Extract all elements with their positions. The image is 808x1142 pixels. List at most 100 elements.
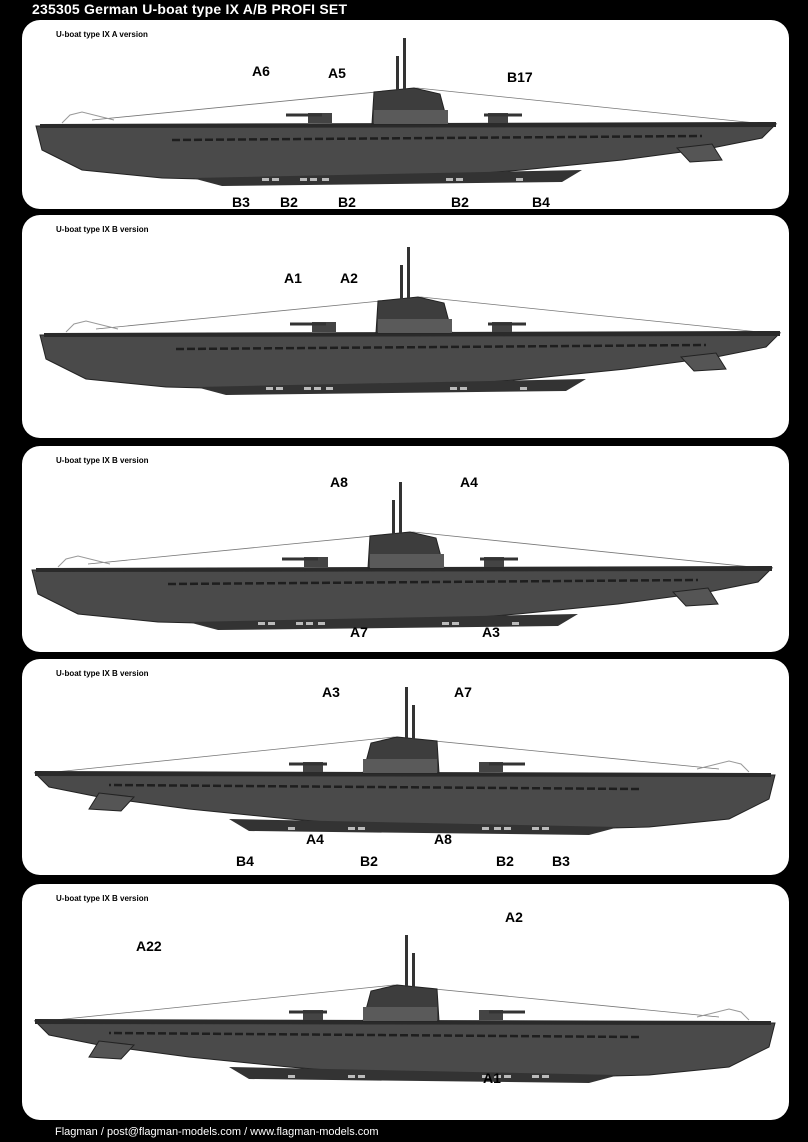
callout-label: B2 (360, 853, 378, 869)
periscope (399, 482, 402, 534)
deck-gun-mount (479, 1010, 503, 1020)
callout-label: A8 (434, 831, 452, 847)
uboat-profile-drawing (33, 687, 776, 835)
bilge-mark (520, 387, 527, 390)
periscope (392, 500, 395, 534)
bilge-mark (266, 387, 273, 390)
callout-label: A5 (328, 65, 346, 81)
periscope (396, 56, 399, 90)
footer-contact: Flagman / post@flagman-models.com / www.… (55, 1126, 379, 1138)
limber-holes (167, 578, 699, 586)
callout-label: B3 (232, 194, 250, 209)
callout-label: A7 (350, 624, 368, 640)
deck (40, 122, 776, 128)
bilge-mark (314, 387, 321, 390)
deck-gun-mount (479, 762, 503, 772)
callout-label: B4 (236, 853, 254, 869)
tower-platform (370, 554, 444, 568)
periscope (400, 265, 403, 299)
bilge-mark (310, 178, 317, 181)
tower-platform (374, 110, 448, 124)
aft-gun-mount (488, 113, 508, 123)
bilge-mark (348, 1075, 355, 1078)
hull (31, 567, 774, 627)
jumper-wire (91, 87, 776, 126)
keel (196, 379, 586, 395)
periscope (412, 953, 415, 987)
callout-label: B4 (532, 194, 550, 209)
limber-holes (175, 343, 707, 351)
profile-panel-2: U-boat type IX B version A1 A2 (22, 215, 789, 438)
tower-platform (363, 1007, 437, 1021)
bilge-mark (326, 387, 333, 390)
bilge-mark (460, 387, 467, 390)
rudder (671, 587, 719, 607)
stern-railing (65, 320, 119, 333)
bilge-mark (358, 1075, 365, 1078)
callout-label: A6 (252, 63, 270, 79)
deck-gun-mount (308, 113, 332, 123)
uboat-silhouette (33, 687, 776, 835)
hull (33, 772, 776, 832)
callout-label: A3 (322, 684, 340, 700)
callout-label: A7 (454, 684, 472, 700)
stern-railing (57, 555, 111, 568)
limber-holes (171, 134, 703, 142)
aft-gun-mount (484, 557, 504, 567)
bilge-mark (288, 1075, 295, 1078)
deck (44, 331, 780, 337)
rudder (88, 792, 136, 812)
bilge-mark (542, 1075, 549, 1078)
bilge-mark (304, 387, 311, 390)
hull (39, 332, 782, 392)
bilge-mark (446, 178, 453, 181)
panel-caption: U-boat type IX B version (56, 456, 149, 465)
keel (188, 614, 578, 630)
uboat-silhouette (39, 247, 782, 395)
periscope (412, 705, 415, 739)
bilge-mark (532, 827, 539, 830)
panel-caption: U-boat type IX B version (56, 225, 149, 234)
bilge-mark (504, 827, 511, 830)
periscope (403, 38, 406, 90)
bilge-mark (450, 387, 457, 390)
profile-panel-5: U-boat type IX B version A2 A22 A1 (22, 884, 789, 1120)
deck-gun-mount (304, 557, 328, 567)
profile-panel-4: U-boat type IX B version A3 A7 B4 A4 B2 … (22, 659, 789, 875)
bilge-mark (494, 827, 501, 830)
bilge-mark (322, 178, 329, 181)
bilge-mark (318, 622, 325, 625)
callout-label: B2 (280, 194, 298, 209)
limber-holes (108, 783, 640, 791)
stern-railing (61, 111, 115, 124)
tower-platform (378, 319, 452, 333)
deck-gun-mount (312, 322, 336, 332)
bilge-mark (532, 1075, 539, 1078)
bilge-mark (348, 827, 355, 830)
panel-caption: U-boat type IX B version (56, 669, 149, 678)
bilge-mark (300, 178, 307, 181)
deck (35, 1019, 771, 1025)
bilge-mark (306, 622, 313, 625)
bilge-mark (258, 622, 265, 625)
keel (192, 170, 582, 186)
bilge-mark (482, 827, 489, 830)
periscope (405, 687, 408, 739)
rudder (679, 352, 727, 372)
callout-label: A8 (330, 474, 348, 490)
callout-label: A3 (482, 624, 500, 640)
deck (35, 771, 771, 777)
periscope (407, 247, 410, 299)
sheet-title: 235305 German U-boat type IX A/B PROFI S… (32, 1, 348, 17)
profile-panel-3: U-boat type IX B version A8 A4 A7 A3 (22, 446, 789, 652)
periscope (405, 935, 408, 987)
rudder (675, 143, 723, 163)
bilge-mark (512, 622, 519, 625)
callout-label: A2 (505, 909, 523, 925)
callout-label: B17 (507, 69, 533, 85)
tower-platform (363, 759, 437, 773)
uboat-profile-drawing (33, 935, 776, 1083)
callout-label: A1 (483, 1070, 501, 1086)
bilge-mark (482, 1075, 489, 1078)
callout-label: A2 (340, 270, 358, 286)
